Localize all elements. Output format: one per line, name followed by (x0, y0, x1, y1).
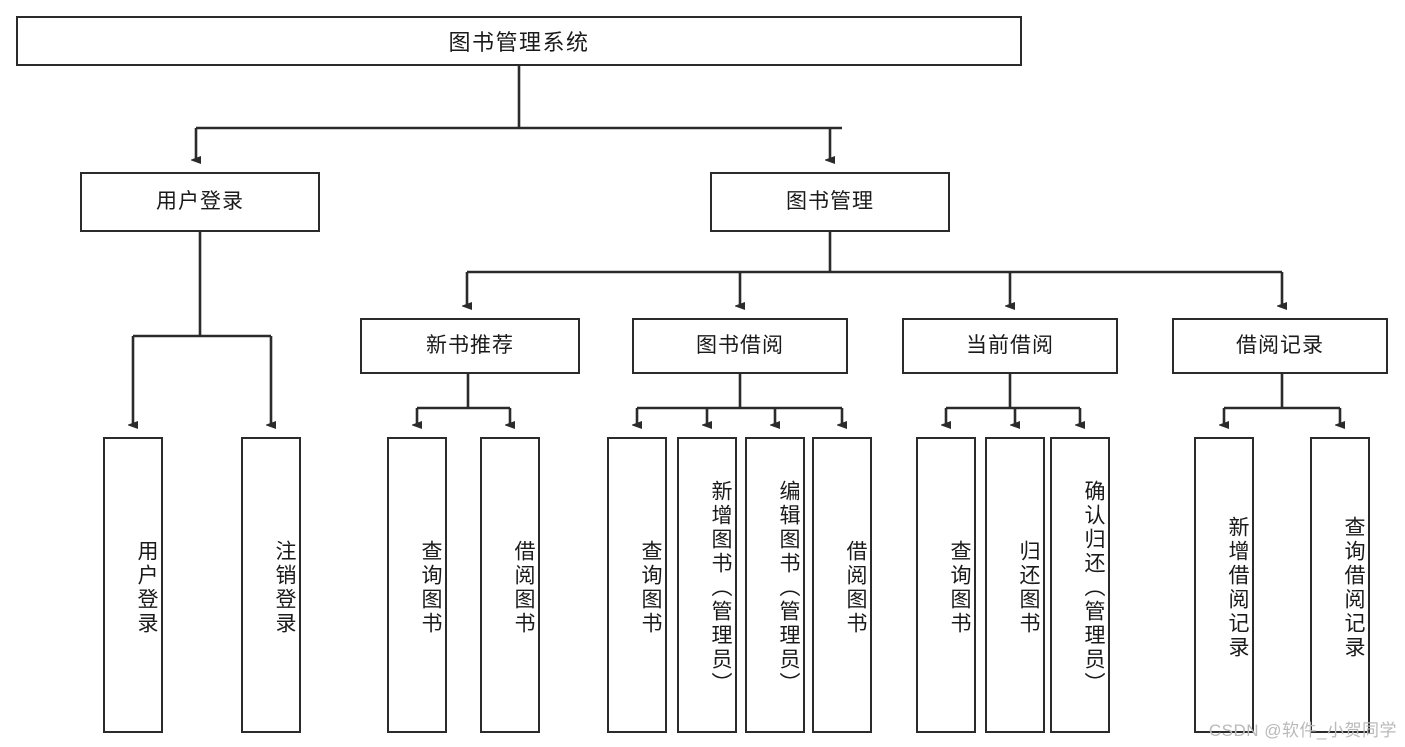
node-current-borrow-label: 当前借阅 (966, 334, 1054, 358)
node-leaf-query-book-2-label: 查询图书 (639, 540, 662, 636)
node-leaf-add-record-label: 新增借阅记录 (1226, 516, 1249, 660)
node-new-book-recommend-label: 新书推荐 (426, 334, 514, 358)
node-leaf-confirm-return[interactable]: 确认归还（管理员） (1050, 437, 1110, 733)
node-leaf-return-book[interactable]: 归还图书 (985, 437, 1045, 733)
node-leaf-query-book-1-label: 查询图书 (419, 540, 442, 636)
node-user-login-label: 用户登录 (156, 190, 244, 214)
node-leaf-user-login-label: 用户登录 (135, 540, 158, 636)
node-root[interactable]: 图书管理系统 (16, 16, 1022, 66)
node-leaf-query-record-label: 查询借阅记录 (1342, 516, 1365, 660)
node-leaf-confirm-return-label: 确认归还（管理员） (1082, 480, 1105, 696)
node-leaf-user-login[interactable]: 用户登录 (103, 437, 163, 733)
node-new-book-recommend[interactable]: 新书推荐 (360, 318, 580, 374)
node-leaf-query-book-3[interactable]: 查询图书 (916, 437, 976, 733)
node-book-borrow-label: 图书借阅 (696, 334, 784, 358)
node-leaf-query-record[interactable]: 查询借阅记录 (1310, 437, 1370, 733)
node-leaf-borrow-book-1-label: 借阅图书 (512, 540, 535, 636)
node-leaf-query-book-3-label: 查询图书 (948, 540, 971, 636)
node-leaf-add-book-label: 新增图书（管理员） (709, 480, 732, 696)
node-root-label: 图书管理系统 (448, 30, 590, 55)
node-leaf-query-book-2[interactable]: 查询图书 (607, 437, 667, 733)
node-leaf-return-book-label: 归还图书 (1017, 540, 1040, 636)
node-leaf-add-record[interactable]: 新增借阅记录 (1194, 437, 1254, 733)
node-leaf-query-book-1[interactable]: 查询图书 (387, 437, 447, 733)
node-borrow-record-label: 借阅记录 (1236, 334, 1324, 358)
node-book-borrow[interactable]: 图书借阅 (632, 318, 848, 374)
node-borrow-record[interactable]: 借阅记录 (1172, 318, 1388, 374)
node-leaf-edit-book[interactable]: 编辑图书（管理员） (745, 437, 805, 733)
node-book-manage[interactable]: 图书管理 (710, 172, 950, 232)
node-leaf-add-book[interactable]: 新增图书（管理员） (677, 437, 737, 733)
node-user-login[interactable]: 用户登录 (80, 172, 320, 232)
node-leaf-borrow-book-1[interactable]: 借阅图书 (480, 437, 540, 733)
node-leaf-logout[interactable]: 注销登录 (241, 437, 301, 733)
node-leaf-borrow-book-2-label: 借阅图书 (844, 540, 867, 636)
watermark: CSDN @软件_小贺同学 (1208, 721, 1397, 740)
node-current-borrow[interactable]: 当前借阅 (902, 318, 1118, 374)
node-leaf-borrow-book-2[interactable]: 借阅图书 (812, 437, 872, 733)
node-leaf-edit-book-label: 编辑图书（管理员） (777, 480, 800, 696)
node-leaf-logout-label: 注销登录 (273, 540, 296, 636)
node-book-manage-label: 图书管理 (786, 190, 874, 214)
